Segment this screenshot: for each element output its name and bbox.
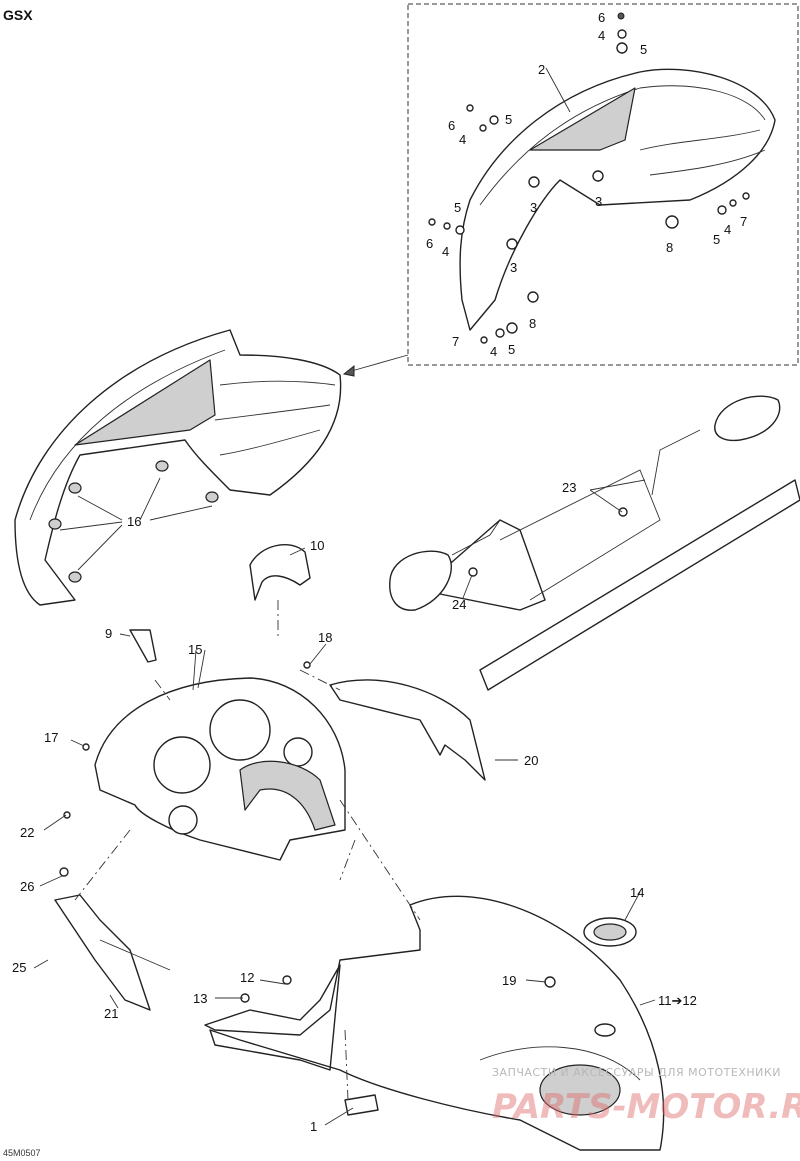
callout-14: 14 xyxy=(630,885,644,900)
callout-8: 8 xyxy=(666,240,673,255)
callout-19: 19 xyxy=(502,973,516,988)
callout-4: 4 xyxy=(442,244,449,259)
callout-9: 9 xyxy=(105,626,112,641)
callout-4: 4 xyxy=(598,28,605,43)
callout-6: 6 xyxy=(448,118,455,133)
mirror-left xyxy=(389,519,501,611)
mirror-right xyxy=(651,395,781,496)
diagram-title: GSX xyxy=(3,7,33,23)
callout-21: 21 xyxy=(104,1006,118,1021)
detail-inset-box xyxy=(407,3,799,366)
drawing-code: 45M0507 xyxy=(3,1148,41,1158)
leader-lines xyxy=(33,67,656,1126)
cover-10 xyxy=(249,544,311,601)
callout-8: 8 xyxy=(529,316,536,331)
grommets xyxy=(48,460,219,583)
ring-14-inner xyxy=(593,923,627,941)
alignment-lines xyxy=(74,600,421,1101)
callout-1: 1 xyxy=(310,1119,317,1134)
callout-5: 5 xyxy=(454,200,461,215)
callout-11-to-12: 11➔12 xyxy=(658,993,697,1008)
callout-18: 18 xyxy=(318,630,332,645)
callout-3: 3 xyxy=(595,194,602,209)
watermark-logo: PARTS-MOTOR.RU xyxy=(492,1087,800,1127)
callout-25: 25 xyxy=(12,960,26,975)
callout-3: 3 xyxy=(510,260,517,275)
side-panel-20 xyxy=(329,679,486,781)
callout-20: 20 xyxy=(524,753,538,768)
instrument-panel xyxy=(94,629,346,861)
callout-5: 5 xyxy=(713,232,720,247)
callout-23: 23 xyxy=(562,480,576,495)
callout-3: 3 xyxy=(530,200,537,215)
callout-labels: 6 4 5 2 6 4 5 3 3 5 6 4 3 8 5 4 7 8 7 4 … xyxy=(12,10,747,1134)
callout-26: 26 xyxy=(20,879,34,894)
callout-6: 6 xyxy=(598,10,605,25)
callout-22: 22 xyxy=(20,825,34,840)
callout-4: 4 xyxy=(459,132,466,147)
bracket-21 xyxy=(54,894,151,1011)
callout-5: 5 xyxy=(640,42,647,57)
callout-13: 13 xyxy=(193,991,207,1006)
callout-12: 12 xyxy=(240,970,254,985)
callout-24: 24 xyxy=(452,597,466,612)
inset-arrow xyxy=(347,354,409,373)
callout-16: 16 xyxy=(127,514,141,529)
watermark-tagline: ЗАПЧАСТИ И АКСЕССУАРЫ ДЛЯ МОТОТЕХНИКИ xyxy=(492,1066,781,1079)
inset-arrowhead xyxy=(342,364,355,377)
callout-4: 4 xyxy=(724,222,731,237)
callout-10: 10 xyxy=(310,538,324,553)
callout-15: 15 xyxy=(188,642,202,657)
callout-7: 7 xyxy=(452,334,459,349)
windshield-main xyxy=(14,329,342,606)
callout-5: 5 xyxy=(508,342,515,357)
callout-7: 7 xyxy=(740,214,747,229)
windshield-detail xyxy=(459,68,776,331)
callout-2: 2 xyxy=(538,62,545,77)
callout-4: 4 xyxy=(490,344,497,359)
handlebar-assembly xyxy=(419,469,800,691)
callout-17: 17 xyxy=(44,730,58,745)
lower-console xyxy=(204,895,665,1151)
callout-6: 6 xyxy=(426,236,433,251)
callout-5: 5 xyxy=(505,112,512,127)
